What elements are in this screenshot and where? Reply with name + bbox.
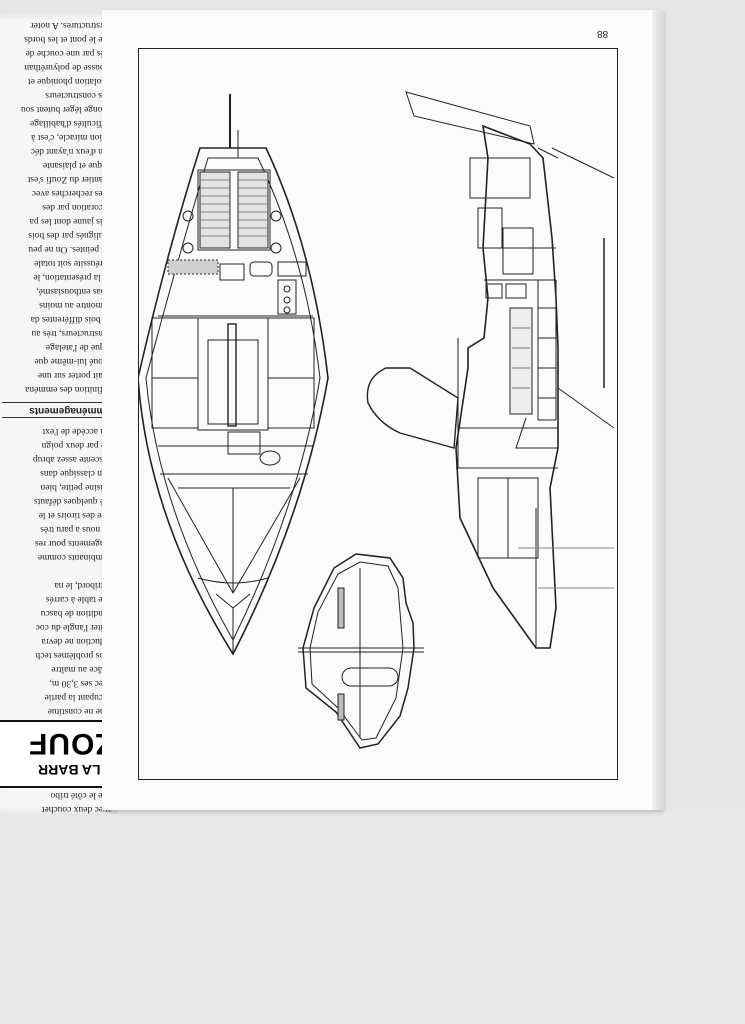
- article-text-line: bois jaune dont les pa: [29, 216, 112, 226]
- article-text-line: avec ses 3,30 m,: [49, 678, 112, 688]
- page-edge: [652, 10, 664, 810]
- article-text-line: gré quelques défauts: [33, 496, 112, 506]
- article-text-line: l'isolation phonique et: [27, 76, 112, 86]
- article-text-line: décoration par des: [42, 202, 112, 212]
- article-text-line: lie nous a paru très: [40, 524, 112, 534]
- article-text-line: éviter l'angle du coc: [35, 622, 112, 632]
- article-text-line: une table à carrés: [45, 594, 112, 604]
- article-text-line: chantier du Zoufi s'est: [27, 174, 112, 184]
- article-text-line: tion classique dans: [40, 468, 112, 478]
- article-text-line: cuisine petite, bien: [40, 482, 113, 492]
- article-text-line: lution miracle, c'est à: [31, 132, 112, 142]
- article-text-line: démontre au moins: [39, 300, 112, 310]
- boat-plan-drawings: [138, 91, 615, 749]
- article-text-line: to.: [2, 564, 112, 578]
- article-text-line: mousse de polyuréthan: [24, 62, 112, 72]
- article-text-line: a pas enthousiasmé,: [36, 286, 112, 296]
- article-text-line: perstructures. A noter: [30, 20, 112, 30]
- article-text-line: cun d'eux n'ayant déc: [30, 146, 112, 156]
- midship-section-view: [298, 553, 424, 749]
- article-text-line: On accède de l'ext: [42, 426, 113, 436]
- article-text-line: ture des tiroirs et le: [38, 510, 112, 520]
- article-text-line: rangements pour res: [34, 538, 112, 548]
- article-text-line: condition de bascu: [40, 608, 112, 618]
- article-text-line: constructeurs, très au: [31, 328, 112, 338]
- article-text-line: difficultés d'habillage: [30, 118, 112, 128]
- article-text-line: gros problèmes tech: [35, 650, 112, 660]
- article-text-line: nique de l'atelage: [45, 342, 112, 352]
- article-text-line: combinants comme: [37, 552, 112, 562]
- article-text-line: la réussite soit totale: [34, 258, 112, 268]
- article-text-line: bine ne constitue: [47, 706, 112, 716]
- article-text-line: occupant la partie: [44, 692, 112, 702]
- article-text-line: que le pont et les bords: [24, 34, 112, 44]
- article-text-line: Grâce au maître: [51, 664, 112, 674]
- article-text-line: de la présentation, le: [33, 272, 112, 282]
- article-text-line: tée par deux poign: [41, 440, 112, 450]
- article-headline: ZOUF À LA BARR: [0, 720, 120, 788]
- article-text-line: Emménagements: [2, 402, 112, 418]
- article-text-line: la finition des emména: [25, 384, 112, 394]
- article-text-line: que le côté tribo: [50, 790, 112, 800]
- article-text-line: avoué lui-même que: [34, 356, 112, 366]
- side-profile-view: [366, 91, 615, 649]
- article-text-line: Les constructeurs: [45, 90, 112, 100]
- article-text-column: bonnes couchetteLe Zoufi comavec deux co…: [2, 18, 112, 814]
- scanner-background: [0, 810, 745, 1024]
- article-text-line: avec deux couchet: [41, 804, 112, 814]
- article-text-line: ques recherches avec: [31, 188, 112, 198]
- article-text-line: blés par une couche de: [25, 48, 112, 58]
- article-text-line: réduction ne devra: [41, 636, 112, 646]
- drawing-frame: [138, 48, 618, 780]
- article-text-line: allait porter sur une: [37, 370, 112, 380]
- article-text-line: allonge léger butent sou: [20, 104, 112, 114]
- facing-page-left: bonnes couchetteLe Zoufi comavec deux co…: [0, 14, 118, 814]
- article-text-line: soulignés par des bois: [28, 230, 112, 240]
- page-number: 88: [597, 28, 609, 39]
- article-text-line: A tribord, le na: [54, 580, 112, 590]
- article-text-line: les peintes. On ne peu: [28, 244, 112, 254]
- magazine-page: [102, 10, 662, 810]
- article-text-line: descente assez abrup: [32, 454, 112, 464]
- hull-plan-view: [138, 94, 329, 656]
- article-text-line: mique et plaisante: [42, 160, 112, 170]
- article-text-line: de bois différentes da: [30, 314, 112, 324]
